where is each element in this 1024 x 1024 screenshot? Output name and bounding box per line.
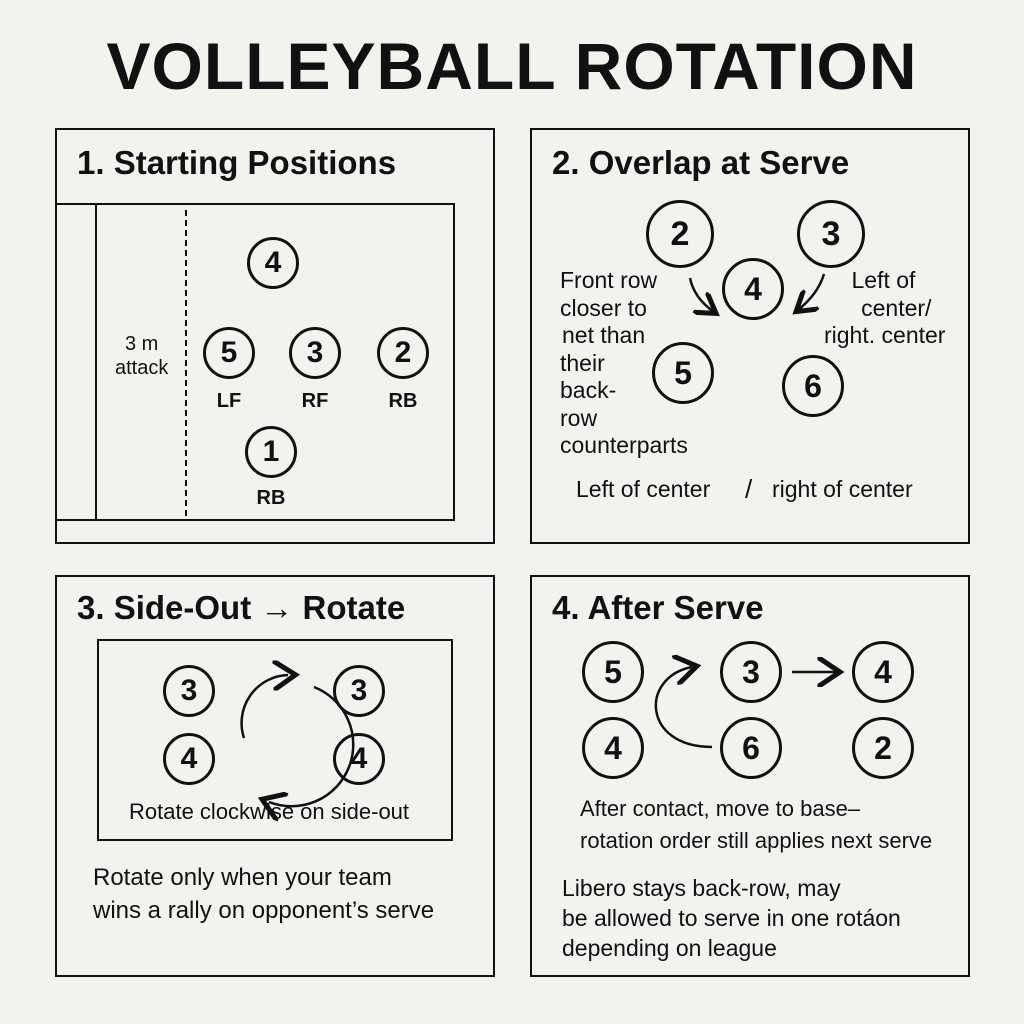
panel-after-serve: 4. After Serve 5 3 4 4 6 2 After contact… (530, 575, 970, 977)
player-circle: 4 (163, 733, 215, 785)
rotation-rule-note: Rotate only when your team wins a rally … (93, 864, 435, 924)
rotation-box: 3 4 3 4 Rotate clockwise on side-out (97, 639, 453, 841)
clockwise-rotation-arrows (240, 641, 355, 843)
panel-side-out-rotate: 3. Side-Out → Rotate 3 4 3 4 Rotate cloc… (55, 575, 495, 977)
player-circle: 4 (722, 258, 784, 320)
player-circle: 1 (245, 426, 297, 478)
overlap-arrows (688, 273, 826, 546)
attack-line (185, 210, 187, 516)
player-circle: 2 (377, 327, 429, 379)
attack-line-label: 3 m attack (115, 333, 169, 379)
player-circle: 3 (720, 641, 782, 703)
center-note: Left of center/ right. center (824, 267, 946, 348)
player-circle: 4 (582, 717, 644, 779)
rotation-caption: Rotate clockwise on side-out (129, 799, 410, 824)
libero-note: Libero stays back-row, may be allowed to… (562, 875, 901, 961)
position-label: RB (388, 390, 418, 412)
player-circle: 3 (289, 327, 341, 379)
player-circle: 2 (852, 717, 914, 779)
front-row-note: Front row closer to net than their back-… (560, 267, 688, 458)
position-label: RB (256, 487, 286, 509)
panel-title: 3. Side-Out → Rotate (77, 589, 406, 626)
player-circle: 5 (203, 327, 255, 379)
bottom-left-label: Left of center (576, 476, 711, 502)
player-circle: 4 (247, 237, 299, 289)
court-outline (57, 203, 455, 521)
player-circle: 2 (646, 200, 714, 268)
player-circle: 6 (782, 355, 844, 417)
panel-title: 1. Starting Positions (77, 144, 397, 181)
player-circle: 3 (163, 665, 215, 717)
after-contact-note: After contact, move to base– rotation or… (580, 796, 933, 853)
player-circle: 3 (333, 665, 385, 717)
panel-overlap-at-serve: 2. Overlap at Serve 2 3 4 5 6 Front row … (530, 128, 970, 544)
player-circle: 4 (852, 641, 914, 703)
bottom-right-label: right of center (772, 476, 913, 502)
position-label: LF (216, 390, 242, 412)
panel-starting-positions: 1. Starting Positions 3 m attack 4 5 3 2… (55, 128, 495, 544)
player-circle: 4 (333, 733, 385, 785)
panel-title: 2. Overlap at Serve (552, 144, 850, 181)
panel-title: 4. After Serve (552, 589, 764, 626)
page-title: VOLLEYBALL ROTATION (106, 29, 918, 103)
player-circle: 5 (582, 641, 644, 703)
player-circle: 5 (652, 342, 714, 404)
movement-arrows (654, 577, 972, 749)
bottom-separator: / (745, 474, 753, 504)
position-label: RF (301, 390, 329, 412)
player-circle: 3 (797, 200, 865, 268)
player-circle: 6 (720, 717, 782, 779)
net-line (95, 203, 97, 521)
